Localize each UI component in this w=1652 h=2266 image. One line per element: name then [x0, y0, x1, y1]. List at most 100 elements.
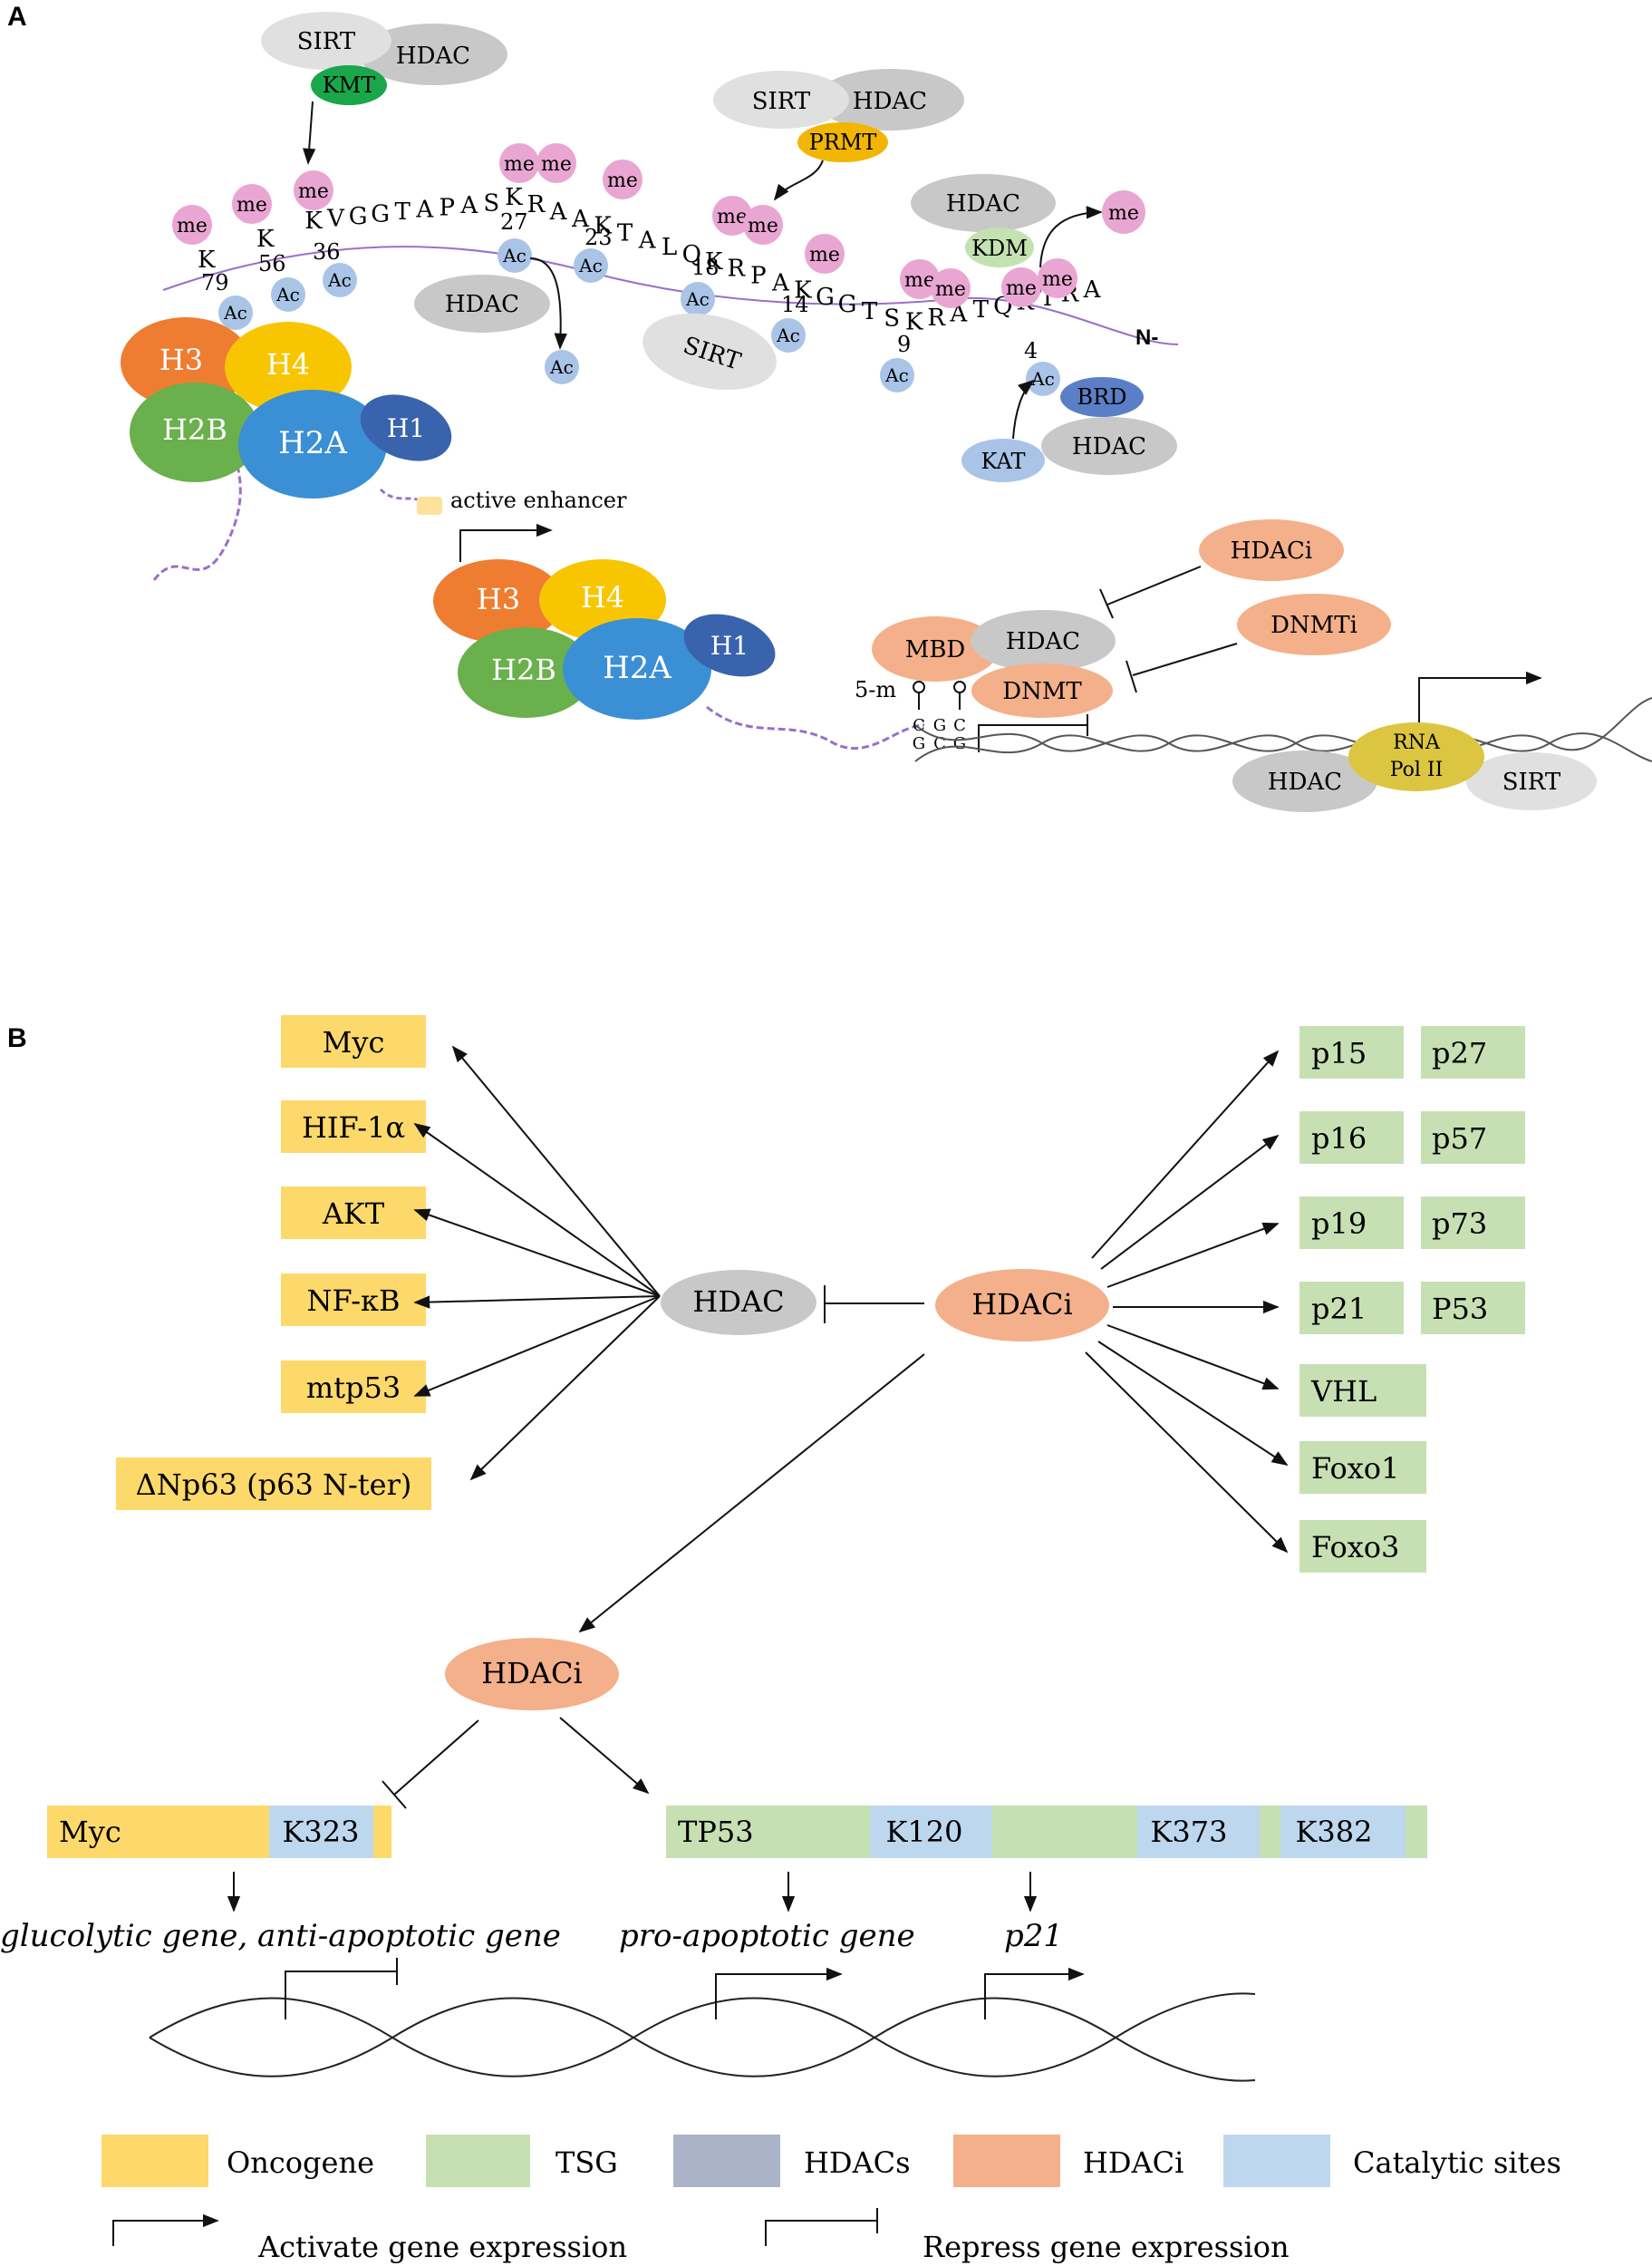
me-label: me [904, 269, 935, 292]
hdac-label-kdm: HDAC [946, 190, 1020, 218]
dnmti-top [1237, 594, 1391, 655]
position-27: 27 [500, 209, 528, 235]
tsg-label: p73 [1432, 1206, 1487, 1241]
ac-circle [880, 358, 914, 392]
hdaci-top-label: HDACi [1231, 537, 1313, 565]
tp53-site-box [1280, 1806, 1406, 1858]
histone-tail-line [162, 246, 1179, 345]
dna-helix-b [149, 1992, 1256, 2077]
tp53-site-box [1137, 1806, 1260, 1858]
cpg-base: C [953, 716, 966, 735]
methyl-marks: me me me me me me me me me me me me me m… [172, 143, 1145, 308]
hdac-middle [414, 275, 550, 333]
hdac-complex-kmt [359, 24, 507, 85]
tp53-site-label: K382 [1296, 1815, 1373, 1849]
histone-h3 [121, 317, 251, 408]
oncogene-label: AKT [322, 1196, 385, 1231]
tp53-site-box [870, 1806, 992, 1858]
n-terminus-label: N- [1135, 325, 1158, 350]
panel-b-label: B [7, 1023, 27, 1053]
deacetylation-arrow [529, 257, 567, 350]
hdac-kat-complex [1041, 417, 1177, 475]
histone-h2a-label: H2A [278, 425, 347, 461]
sequence-residue: A [459, 192, 478, 219]
position-18: 18 [691, 255, 720, 280]
me-circle [712, 196, 752, 236]
me-circle [900, 259, 940, 299]
hdaci-activation-arrows [1085, 1050, 1289, 1554]
position-14: 14 [781, 292, 809, 317]
histone-h3-label: H3 [477, 582, 520, 616]
tsg-box [1299, 1364, 1426, 1417]
tsg-box [1299, 1441, 1426, 1494]
activation-arrow [413, 1122, 661, 1297]
oncogene-box [281, 1100, 426, 1153]
legend-swatch-oncogene [101, 2135, 208, 2187]
tsg-box [1299, 1196, 1404, 1249]
prmt-label: PRMT [809, 130, 877, 155]
position-23: 23 [584, 225, 613, 250]
hdaci-top [1199, 519, 1344, 581]
me-circle [499, 143, 539, 183]
dnmti-top-label: DNMTi [1270, 612, 1357, 639]
ac-circle [574, 248, 608, 283]
repress-dnmt-symbol [978, 724, 1087, 752]
legend: Oncogene TSG HDACs HDACi Catalytic sites… [101, 2135, 1561, 2264]
me-circle [1038, 258, 1077, 298]
dna-strand [706, 705, 925, 750]
sequence-residue: A [415, 197, 434, 224]
acetyl-marks: Ac Ac Ac Ac Ac Ac Ac Ac Ac Ac [218, 238, 1060, 396]
sequence-residue: K [594, 213, 612, 240]
sequence-residue: R [927, 305, 946, 332]
ac-circle [545, 350, 579, 384]
oncogene-box [281, 1186, 426, 1239]
tp53-site-label: K120 [886, 1815, 963, 1849]
cpg-base: G [953, 734, 966, 753]
tsg-label: p27 [1432, 1036, 1487, 1070]
sirt-label-prmt: SIRT [752, 88, 811, 115]
histone-h1 [683, 614, 776, 677]
active-enhancer-label: active enhancer [450, 488, 627, 513]
legend-label-repress: Repress gene expression [923, 2230, 1290, 2264]
ac-circle [1026, 362, 1060, 396]
p21-activate-symbol [984, 1967, 1085, 2019]
hdac-center [661, 1270, 816, 1335]
five-m-label: 5-m [855, 677, 896, 702]
kat-enzyme [961, 439, 1045, 482]
me-label: me [935, 278, 966, 301]
hdac-label-prmt: HDAC [853, 88, 927, 115]
activation-arrow [1100, 1134, 1280, 1270]
ac-circle [218, 295, 253, 330]
oncogene-label: HIF-1α [302, 1110, 405, 1145]
tsg-label: Foxo3 [1311, 1530, 1399, 1564]
cpg-site: C G C G C G [913, 681, 966, 753]
sirt-label-pol: SIRT [1502, 769, 1561, 796]
legend-repress-symbol [765, 2220, 877, 2246]
histone-h2b [130, 383, 260, 482]
histone-h3 [433, 559, 564, 643]
histone-h1 [360, 394, 452, 461]
ac-label: Ac [578, 255, 603, 276]
sequence-residue: A [638, 227, 657, 254]
sequence-residue: G [349, 203, 368, 230]
me-label: me [504, 153, 535, 176]
hdac-complex-kdm [911, 174, 1056, 232]
ac-label: Ac [776, 324, 800, 346]
sequence-residue: L [662, 234, 677, 261]
brd-label: BRD [1077, 384, 1127, 410]
sequence-residue: R [728, 256, 747, 283]
hdac-pol [1232, 750, 1377, 812]
brd-protein [1060, 377, 1144, 417]
legend-label-catalytic: Catalytic sites [1353, 2145, 1561, 2180]
dnmt-label: DNMT [1002, 678, 1082, 705]
histone-h2a [238, 390, 387, 499]
sirt-complex-prmt [713, 71, 849, 129]
hdaci-to-lower-arrow [578, 1353, 925, 1633]
oncogene-box [281, 1015, 426, 1068]
tsg-label: p57 [1432, 1121, 1487, 1156]
sequence-residue: T [862, 298, 878, 325]
kmt-label: KMT [323, 73, 376, 98]
activation-arrow [1106, 1222, 1280, 1288]
activation-arrow [413, 1295, 661, 1309]
